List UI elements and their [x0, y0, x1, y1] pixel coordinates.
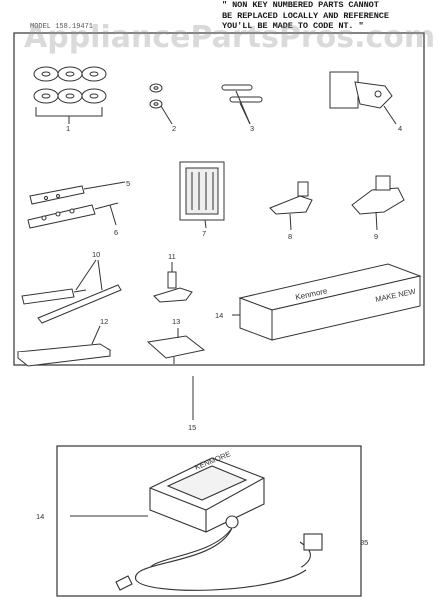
button-foot-illustration [153, 262, 193, 303]
part-number-15: 15 [188, 423, 196, 432]
non-key-parts-note: " NON KEY NUMBERED PARTS CANNOT BE REPLA… [222, 0, 434, 32]
part-number-8: 8 [288, 232, 292, 241]
cover-plate-illustration [146, 328, 206, 364]
hemmer-foot-illustration [351, 175, 405, 231]
part-number-11: 11 [168, 252, 176, 261]
model-label: MODEL 158.19471 [30, 23, 94, 31]
seam-ripper-illustration [21, 259, 122, 324]
instruction-plate-illustration [16, 325, 112, 367]
part-number-12: 12 [100, 317, 108, 326]
part-number-9: 9 [374, 232, 378, 241]
part-number-3: 3 [250, 124, 254, 133]
note-line-1: " NON KEY NUMBERED PARTS CANNOT [222, 0, 379, 10]
bobbins-illustration [33, 66, 107, 124]
foot-control-frame [56, 445, 362, 597]
needle-pack-illustration [179, 161, 225, 229]
part-number-10: 10 [92, 250, 100, 259]
accessory-box-illustration [232, 263, 422, 341]
foot-control-illustration [70, 457, 323, 591]
part-number-2: 2 [172, 124, 176, 133]
part-number-5: 5 [126, 179, 130, 188]
buttonholer-illustration [329, 71, 397, 125]
washers-illustration [149, 83, 173, 125]
spool-pins-illustration [221, 84, 263, 125]
note-line-2: BE REPLACED LOCALLY AND REFERENCE [222, 10, 389, 21]
part-number-7: 7 [202, 229, 206, 238]
part-number-14-foot-control: 14 [36, 512, 44, 521]
part-number-85: 85 [360, 538, 368, 547]
part-number-14-box: 14 [215, 311, 223, 320]
screwdrivers-illustration [27, 181, 126, 229]
zipper-foot-illustration [269, 181, 313, 231]
note-line-3: YOU'LL BE MADE TO CODE NT. " [222, 21, 364, 31]
part-number-4: 4 [398, 124, 402, 133]
part-number-1: 1 [66, 124, 70, 133]
part-number-13: 13 [172, 317, 180, 326]
part-number-6: 6 [114, 228, 118, 237]
accessories-frame [13, 32, 425, 366]
